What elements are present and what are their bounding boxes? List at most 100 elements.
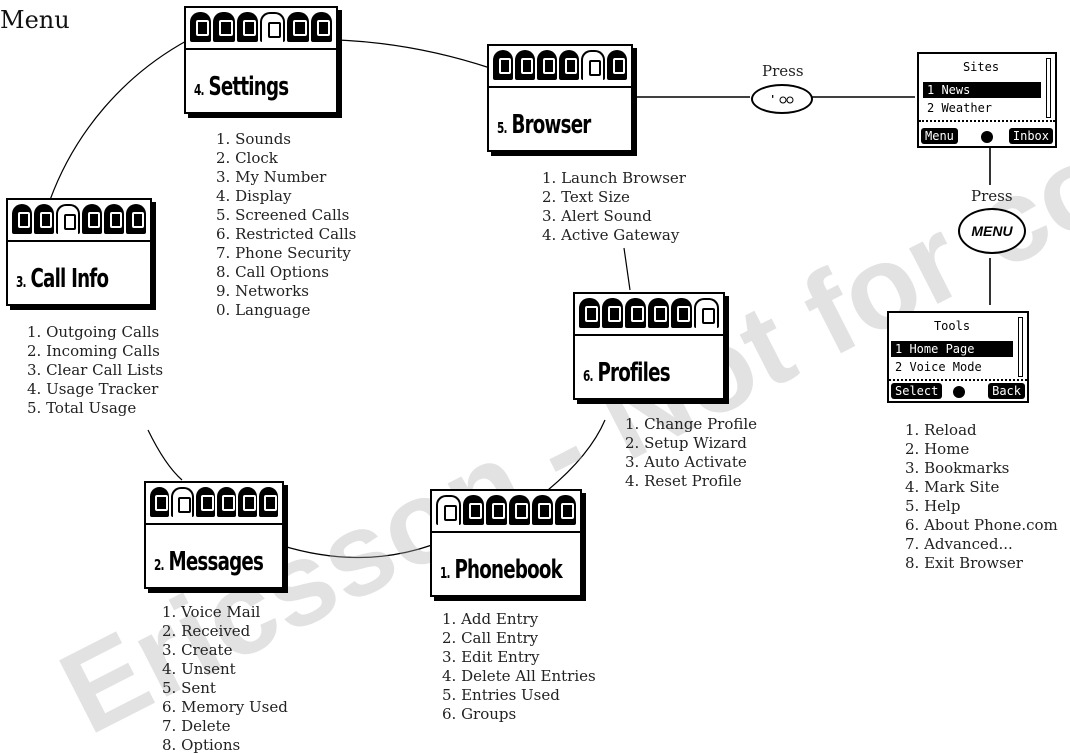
list-item: 3. Bookmarks	[905, 459, 1010, 477]
tools-softkey-back[interactable]: Back	[988, 383, 1025, 399]
list-item: 5. Entries Used	[442, 686, 560, 704]
settings-menu-card: 4.Settings	[184, 6, 338, 114]
menu-tab-icon[interactable]	[12, 204, 32, 234]
menu-tab-icon[interactable]	[287, 12, 309, 42]
list-item: 3. Edit Entry	[442, 648, 540, 666]
menu-tab-icon[interactable]	[515, 50, 535, 80]
menu-tab-icon[interactable]	[581, 50, 605, 80]
menu-tab-icon[interactable]	[625, 298, 646, 328]
list-item: 7. Delete	[162, 717, 231, 735]
menu-tab-icon[interactable]	[671, 298, 692, 328]
tools-item-home-page[interactable]: 1 Home Page	[891, 341, 1013, 357]
menu-tab-icon[interactable]	[310, 12, 332, 42]
menu-tab-icon[interactable]	[126, 204, 146, 234]
list-item: 3. Auto Activate	[625, 453, 747, 471]
tools-scrollbar[interactable]	[1018, 317, 1023, 377]
messages-menu-label: Messages	[168, 547, 264, 577]
list-item: 3. Alert Sound	[542, 207, 652, 225]
list-item: 7. Advanced...	[905, 535, 1013, 553]
menu-tab-icon[interactable]	[648, 298, 669, 328]
profiles-menu-card: 6.Profiles	[573, 292, 725, 400]
list-item: 5. Help	[905, 497, 961, 515]
browser-menu-label: Browser	[511, 110, 591, 140]
list-item: 2. Setup Wizard	[625, 434, 747, 452]
settings-menu-label: Settings	[208, 72, 289, 102]
list-item: 6. Memory Used	[162, 698, 288, 716]
menu-tab-icon[interactable]	[493, 50, 513, 80]
list-item: 1. Add Entry	[442, 610, 539, 628]
menu-tab-icon[interactable]	[486, 495, 507, 525]
menu-tab-icon[interactable]	[56, 204, 80, 234]
press-label-1: Press	[762, 62, 804, 80]
list-item: 2. Clock	[216, 149, 278, 167]
menu-tab-icon[interactable]	[196, 487, 215, 517]
page-title: Menu	[0, 6, 70, 34]
menu-tab-icon[interactable]	[150, 487, 169, 517]
tools-screen-title: Tools	[933, 319, 971, 333]
menu-tab-icon[interactable]	[259, 12, 286, 42]
list-item: 5. Total Usage	[27, 399, 137, 417]
list-item: 4. Active Gateway	[542, 226, 680, 244]
menu-tab-icon[interactable]	[559, 50, 579, 80]
menu-tab-icon[interactable]	[555, 495, 576, 525]
menu-tab-icon[interactable]	[463, 495, 484, 525]
menu-tab-icon[interactable]	[213, 12, 235, 42]
sites-item-news[interactable]: 1 News	[923, 82, 1041, 98]
list-item: 1. Launch Browser	[542, 169, 686, 187]
press-label-2: Press	[971, 187, 1013, 205]
menu-tab-icon[interactable]	[579, 298, 600, 328]
menu-tab-icon[interactable]	[236, 12, 258, 42]
sites-item-weather[interactable]: 2 Weather	[927, 101, 993, 115]
profiles-tab-strip	[579, 298, 719, 328]
list-item: 8. Options	[162, 736, 241, 753]
svg-text:': '	[771, 93, 774, 106]
list-item: 1. Voice Mail	[162, 603, 261, 621]
menu-key-button[interactable]: MENU	[958, 208, 1026, 254]
menu-tab-icon[interactable]	[694, 298, 719, 328]
sites-softkey-inbox[interactable]: Inbox	[1008, 128, 1053, 144]
list-item: 8. Call Options	[216, 263, 329, 281]
settings-menu-number: 4.	[194, 81, 205, 99]
list-item: 5. Screened Calls	[216, 206, 350, 224]
messages-menu-number: 2.	[154, 556, 165, 574]
profiles-menu-number: 6.	[583, 367, 594, 385]
menu-tab-icon[interactable]	[509, 495, 530, 525]
browser-key-icon: '	[771, 93, 794, 106]
menu-tab-icon[interactable]	[190, 12, 212, 42]
list-item: 6. Restricted Calls	[216, 225, 357, 243]
callinfo-tab-strip	[12, 204, 146, 234]
list-item: 1. Sounds	[216, 130, 292, 148]
settings-tab-strip	[190, 12, 332, 42]
menu-key-label: MENU	[971, 223, 1013, 239]
menu-tab-icon[interactable]	[532, 495, 553, 525]
browser-menu-card: 5.Browser	[487, 44, 633, 152]
menu-tab-icon[interactable]	[34, 204, 54, 234]
menu-tab-icon[interactable]	[104, 204, 124, 234]
menu-tab-icon[interactable]	[436, 495, 461, 525]
menu-tab-icon[interactable]	[171, 487, 194, 517]
sites-softkey-menu[interactable]: Menu	[921, 128, 958, 144]
globe-icon	[981, 131, 993, 143]
list-item: 6. About Phone.com	[905, 516, 1058, 534]
sites-scrollbar[interactable]	[1046, 58, 1051, 118]
menu-tab-icon[interactable]	[217, 487, 236, 517]
list-item: 4. Display	[216, 187, 292, 205]
menu-tab-icon[interactable]	[238, 487, 257, 517]
tools-item-voice-mode[interactable]: 2 Voice Mode	[895, 360, 982, 374]
browser-key-button[interactable]: '	[751, 84, 813, 114]
list-item: 2. Text Size	[542, 188, 630, 206]
tools-softkey-select[interactable]: Select	[891, 383, 943, 399]
menu-tab-icon[interactable]	[607, 50, 627, 80]
menu-tab-icon[interactable]	[259, 487, 278, 517]
menu-tab-icon[interactable]	[82, 204, 102, 234]
menu-tab-icon[interactable]	[602, 298, 623, 328]
list-item: 3. Clear Call Lists	[27, 361, 164, 379]
sites-screen-title: Sites	[962, 60, 1000, 74]
menu-tab-icon[interactable]	[537, 50, 557, 80]
